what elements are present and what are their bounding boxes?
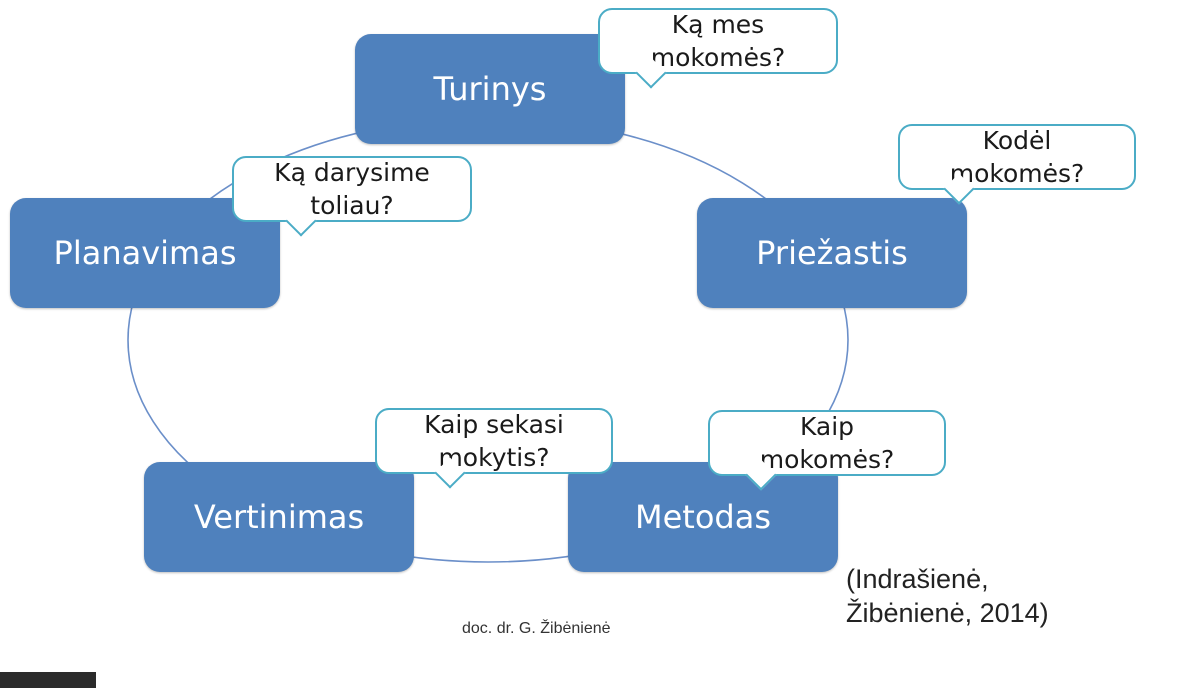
question-bubble-priezastis: Kodėl mokomės? (898, 124, 1136, 205)
citation-line: (Indrašienė, (846, 564, 989, 594)
question-bubble-vertinimas: Kaip sekasi mokytis? (375, 408, 613, 489)
stage-label: Metodas (634, 498, 771, 536)
question-line: Kaip (799, 412, 855, 441)
question-bubble-turinys: Ką mes mokomės? (598, 8, 838, 89)
stage-label: Priežastis (756, 234, 908, 272)
stage-planavimas: Planavimas (10, 198, 280, 308)
stage-metodas: Metodas (568, 462, 838, 572)
question-line: Ką darysime (274, 158, 430, 187)
question-line: mokomės? (759, 445, 895, 474)
question-line: Kodėl (982, 126, 1052, 155)
author-credit: doc. dr. G. Žibėnienė (462, 620, 611, 637)
question-line: Ką mes (671, 10, 765, 39)
stage-label: Turinys (433, 70, 547, 108)
corner-block (0, 672, 96, 688)
question-line: mokomės? (650, 43, 786, 72)
citation: (Indrašienė, Žibėnienė, 2014) (846, 562, 1049, 630)
question-bubble-metodas: Kaip mokomės? (708, 410, 946, 491)
question-line: toliau? (310, 191, 394, 220)
question-bubble-planavimas: Ką darysime toliau? (232, 156, 472, 237)
stage-turinys: Turinys (355, 34, 625, 144)
stage-label: Vertinimas (193, 498, 365, 536)
stage-label: Planavimas (53, 234, 237, 272)
question-line: Kaip sekasi (424, 410, 564, 439)
stage-priezastis: Priežastis (697, 198, 967, 308)
stage-vertinimas: Vertinimas (144, 462, 414, 572)
question-line: mokomės? (949, 159, 1085, 188)
citation-line: Žibėnienė, 2014) (846, 598, 1049, 628)
